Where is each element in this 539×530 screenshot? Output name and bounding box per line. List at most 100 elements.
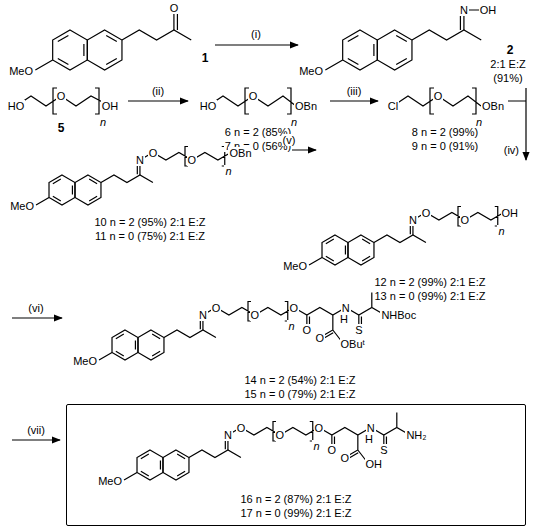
atom-label: MeO <box>97 475 123 487</box>
naphthalene-16 <box>124 450 241 480</box>
atom-label: N <box>223 429 233 441</box>
compound-note: 14 n = 2 (54%) 2:1 E:Z <box>244 374 357 386</box>
arrow-vii <box>12 439 60 440</box>
compound-note: 11 n = 0 (75%) 2:1 E:Z <box>94 230 206 242</box>
atom-label: H <box>339 313 349 325</box>
atom-label: O <box>433 90 444 102</box>
atom-label: O <box>169 2 180 14</box>
reaction-step: (iv) <box>503 144 520 156</box>
compound-note: 13 n = 0 (99%) 2:1 E:Z <box>374 290 487 302</box>
arrow-iii <box>330 100 378 101</box>
arrow-i <box>215 44 298 45</box>
atom-label: OBn <box>228 147 252 159</box>
compound-note: 9 n = 0 (91%) <box>411 140 479 152</box>
atom-label: O <box>248 90 259 102</box>
reaction-step: (v) <box>282 134 297 146</box>
atom-label: MeO <box>9 200 35 212</box>
compound-note: 17 n = 0 (99%) 2:1 E:Z <box>241 506 352 520</box>
naphthalene-1 <box>35 30 191 70</box>
atom-label: O <box>211 302 222 314</box>
arrow-ii <box>128 100 188 101</box>
atom-label: HO <box>199 100 218 112</box>
repeat-index: n <box>312 440 320 452</box>
reaction-step: (vii) <box>26 424 46 436</box>
reaction-step: (vi) <box>27 302 44 314</box>
repeat-index: n <box>99 116 107 128</box>
atom-label: N <box>366 422 376 434</box>
atom-label: H <box>364 433 374 445</box>
atom-label: OH <box>479 4 498 16</box>
atom-label: OH <box>365 458 384 470</box>
atom-label: O <box>327 444 338 456</box>
reaction-arrows <box>12 45 526 440</box>
atom-label: O <box>236 422 247 434</box>
compound-number: 1 <box>201 52 210 64</box>
atom-label: N <box>341 302 351 314</box>
atom-label: MeO <box>8 65 34 77</box>
oxime-ether-14 <box>200 302 294 331</box>
atom-label: O <box>148 147 159 159</box>
atom-label: N <box>135 154 145 166</box>
peg-5 <box>16 88 110 114</box>
atom-label: NHBoc <box>380 309 417 321</box>
thioamide-tail-16 <box>319 413 410 464</box>
atom-label: O <box>460 214 471 226</box>
atom-label: O <box>302 324 313 336</box>
compound-note: 2:1 E:Z <box>489 58 526 70</box>
scaled-structures <box>36 147 504 481</box>
oxime-ether-16 <box>225 422 319 451</box>
atom-label: O <box>315 332 326 344</box>
compound-number: 5 <box>57 122 66 134</box>
reaction-step: (iii) <box>346 85 363 97</box>
atom-label: OH <box>101 100 120 112</box>
atom-label: MeO <box>282 260 308 272</box>
peg-6 <box>208 88 296 114</box>
atom-label: S <box>379 444 388 456</box>
peg-8 <box>393 88 481 114</box>
compound-note: 15 n = 0 (79%) 2:1 E:Z <box>244 388 357 400</box>
atom-label: O <box>250 309 261 321</box>
compound-note: (91%) <box>492 72 523 84</box>
atom-label: O <box>421 207 432 219</box>
atom-label: HO <box>7 100 26 112</box>
arrow-vi <box>12 317 62 318</box>
compound-note: 8 n = 2 (99%) <box>411 126 479 138</box>
atom-label: MeO <box>72 355 98 367</box>
compound-note: 16 n = 2 (87%) 2:1 E:Z <box>241 492 352 506</box>
repeat-index: n <box>224 165 232 177</box>
oxime-ether-10 <box>137 147 231 176</box>
atom-label: N <box>408 214 418 226</box>
atom-label: OBn <box>481 100 505 112</box>
naphthalene-14 <box>99 330 216 360</box>
structures <box>16 10 484 114</box>
reaction-step: (ii) <box>151 85 165 97</box>
atom-label: NH₂ <box>405 429 427 441</box>
atom-label: OBuᵗ <box>340 338 366 350</box>
atom-label: N <box>459 4 469 16</box>
atom-label: S <box>354 324 363 336</box>
atom-label: N <box>198 309 208 321</box>
naphthalene-2 <box>325 30 481 70</box>
atom-label: O <box>314 422 325 434</box>
oxime-ether-12 <box>410 207 504 236</box>
compound-number: 2 <box>506 44 515 56</box>
reaction-step: (i) <box>250 28 262 40</box>
repeat-index: n <box>497 225 505 237</box>
atom-label: O <box>275 429 286 441</box>
atom-label: MeO <box>298 65 324 77</box>
naphthalene-10 <box>36 175 153 205</box>
product-box: 16 n = 2 (87%) 2:1 E:Z17 n = 0 (99%) 2:1… <box>66 404 526 526</box>
atom-label: Cl <box>387 100 399 112</box>
thioamide-tail-14 <box>294 293 385 344</box>
atom-label: O <box>56 90 67 102</box>
compound-note: 10 n = 2 (95%) 2:1 E:Z <box>94 216 207 228</box>
atom-label: O <box>187 154 198 166</box>
atom-label: O <box>340 452 351 464</box>
naphthalene-12 <box>309 235 426 265</box>
compound-note: 12 n = 2 (99%) 2:1 E:Z <box>374 276 487 288</box>
atom-label: OH <box>501 207 520 219</box>
atom-label: OBn <box>294 100 318 112</box>
repeat-index: n <box>287 320 295 332</box>
